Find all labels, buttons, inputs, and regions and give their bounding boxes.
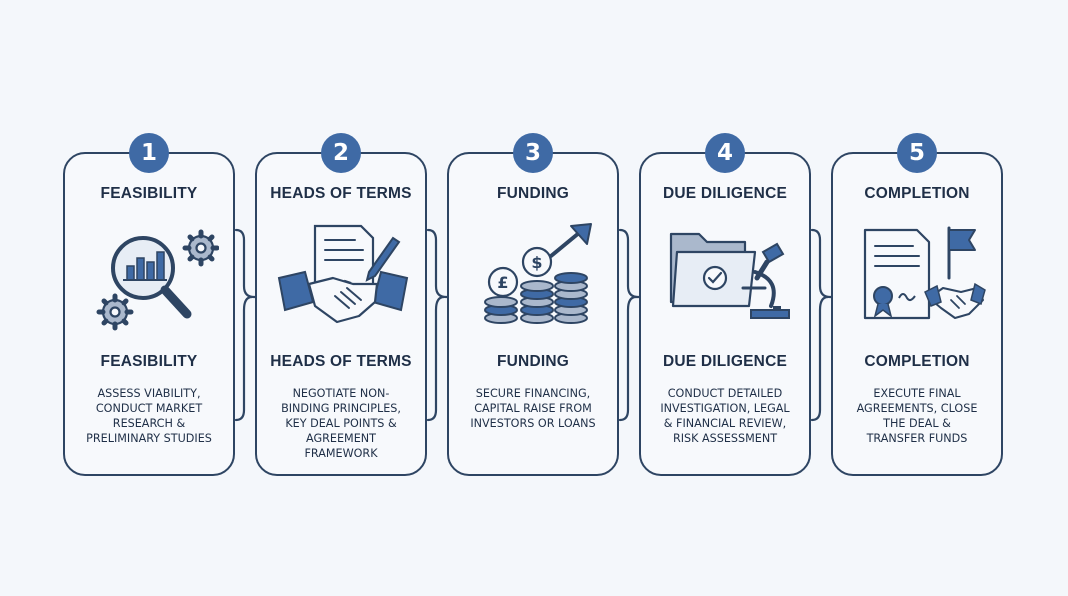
- document-handshake-icon: [277, 224, 409, 324]
- step-card-feasibility: FEASIBILITY FEASIBILITY ASSESS VIABILITY…: [63, 152, 235, 476]
- step-subtitle: HEADS OF TERMS: [270, 353, 412, 370]
- step-title: COMPLETION: [864, 185, 970, 202]
- step-card-funding: FUNDING £ $ FUNDING SECURE FINANCING, CA…: [447, 152, 619, 476]
- certificate-flag-handshake-icon: [863, 226, 986, 320]
- step-subtitle: COMPLETION: [864, 353, 970, 370]
- folder-microscope-icon: [669, 232, 790, 319]
- coins-growth-arrow-icon: £ $: [484, 223, 592, 324]
- step-subtitle: DUE DILIGENCE: [662, 353, 788, 370]
- step-title: DUE DILIGENCE: [662, 185, 788, 202]
- step-title: FEASIBILITY: [100, 185, 198, 202]
- step-description: NEGOTIATE NON- BINDING PRINCIPLES, KEY D…: [281, 387, 401, 460]
- step-card-heads-of-terms: HEADS OF TERMS HEADS OF TERMS NEGOTIATE …: [255, 152, 427, 476]
- step-subtitle: FEASIBILITY: [100, 353, 198, 370]
- step-number-badge: 3: [513, 133, 553, 173]
- magnifier-chart-gears-icon: [96, 229, 219, 331]
- svg-text:£: £: [497, 273, 508, 292]
- step-subtitle: FUNDING: [496, 353, 569, 370]
- step-description: ASSESS VIABILITY, CONDUCT MARKET RESEARC…: [86, 387, 212, 445]
- step-description: SECURE FINANCING, CAPITAL RAISE FROM INV…: [470, 387, 596, 430]
- step-title: FUNDING: [496, 185, 569, 202]
- svg-text:$: $: [531, 253, 542, 272]
- step-title: HEADS OF TERMS: [270, 185, 412, 202]
- step-description: CONDUCT DETAILED INVESTIGATION, LEGAL & …: [660, 387, 790, 445]
- step-card-due-diligence: DUE DILIGENCE DUE DILIGENCE CONDUCT DETA…: [639, 152, 811, 476]
- step-card-completion: COMPLETION COMPLETION EXECUTE FINAL AGRE…: [831, 152, 1003, 476]
- step-number-badge: 4: [705, 133, 745, 173]
- step-number-badge: 1: [129, 133, 169, 173]
- step-description: EXECUTE FINAL AGREEMENTS, CLOSE THE DEAL…: [856, 387, 978, 445]
- step-number-badge: 2: [321, 133, 361, 173]
- step-number-badge: 5: [897, 133, 937, 173]
